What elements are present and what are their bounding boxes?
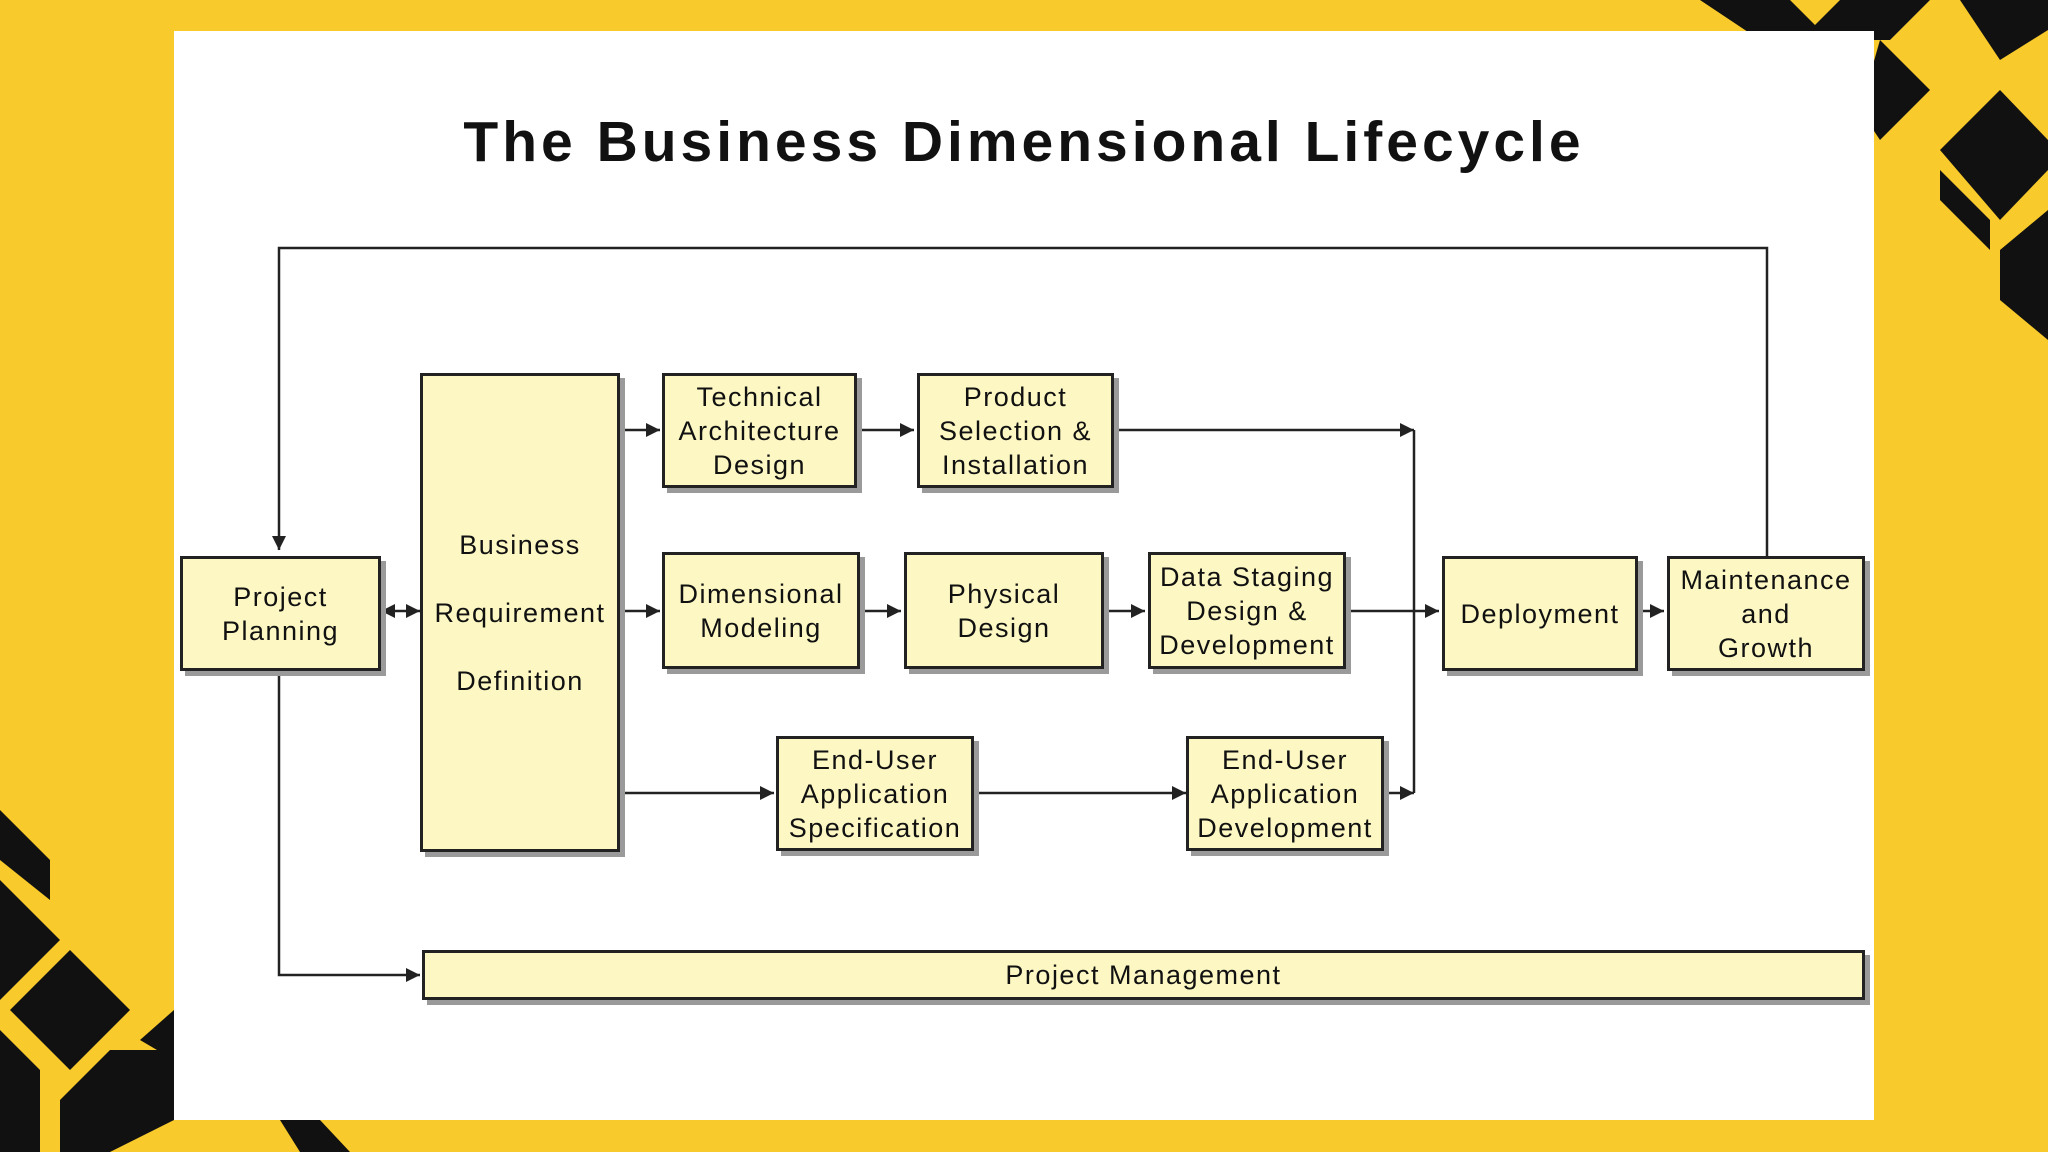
deco-shape — [1940, 170, 1990, 250]
end-user-app-dev-box: End-User Application Development — [1186, 736, 1384, 851]
deco-shape — [10, 950, 130, 1070]
deco-shape — [60, 1050, 174, 1152]
connector-lines — [272, 246, 1769, 982]
deco-shape — [1940, 90, 2048, 220]
slide-card: The Business Dimensional Lifecycle — [174, 31, 1874, 1120]
planning-management-arrow — [277, 671, 420, 982]
technical-architecture-box: Technical Architecture Design — [662, 373, 857, 488]
dimensional-modeling-box: Dimensional Modeling — [662, 552, 860, 669]
diagram-title: The Business Dimensional Lifecycle — [463, 110, 1585, 174]
feedback-loop-arrow — [272, 246, 1769, 556]
business-requirement-box: Business Requirement Definition — [420, 373, 620, 852]
deco-shape — [1700, 0, 1830, 40]
deployment-box: Deployment — [1442, 556, 1638, 671]
deco-shape — [1960, 0, 2048, 60]
project-management-bar: Project Management — [422, 950, 1865, 1000]
deco-shape — [0, 810, 50, 900]
deco-shape — [1800, 0, 1930, 40]
deco-shape — [0, 1030, 40, 1152]
deco-shape — [0, 880, 60, 1000]
deco-shape — [1860, 40, 1930, 140]
deco-shape — [280, 1120, 350, 1152]
maintenance-growth-box: Maintenance and Growth — [1667, 556, 1865, 671]
product-selection-box: Product Selection & Installation — [917, 373, 1114, 488]
end-user-app-spec-box: End-User Application Specification — [776, 736, 974, 851]
data-staging-box: Data Staging Design & Development — [1148, 552, 1346, 669]
deco-shape — [140, 1010, 174, 1060]
physical-design-box: Physical Design — [904, 552, 1104, 669]
deco-shape — [2000, 210, 2048, 340]
project-planning-box: Project Planning — [180, 556, 381, 671]
